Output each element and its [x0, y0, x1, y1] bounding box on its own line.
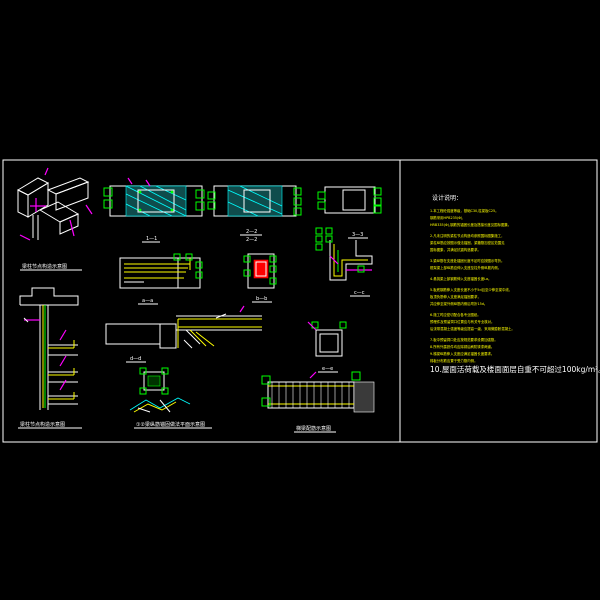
section-2-2-label-a: 2—2	[246, 229, 257, 235]
section-e-e-label: e—e	[322, 366, 333, 372]
col-beam-joint-title: 梁柱节点构造示意图	[20, 421, 65, 428]
note-line-7: 3.梁纵筋在支座处锚固长度不足时应按图示弯折。	[430, 258, 504, 263]
note-line-1: 1.本工程砼强度等级，基础C30,柱梁板C25。	[430, 208, 499, 213]
note-highlight: 10.屋面活荷载及楼面面层自重不可超过100kg/m²。	[430, 364, 600, 374]
section-e-e: e—e	[307, 321, 347, 373]
beam-anchor-plan-title: ①②梁纵筋锚固做法平面示意图	[136, 421, 205, 428]
note-line-18: 9.梯梁纵筋伸入支座应满足锚固长度要求。	[430, 351, 494, 356]
note-line-2: 钢筋采用HPB235(Φ),	[430, 215, 463, 220]
section-a-a: a—a	[119, 253, 203, 305]
beam-anchor-plan: ①②梁纵筋锚固做法平面示意图	[129, 367, 212, 429]
note-line-8: 框架梁上部纵筋应伸入支座至柱外侧纵筋内侧。	[430, 265, 501, 270]
section-b-b-label: b—b	[256, 296, 267, 302]
section-d-d: d—d	[105, 305, 262, 363]
note-line-19: 梯板分布筋应置于受力筋内侧。	[430, 358, 477, 363]
stair-beam-detail: 梯梁配筋示意图	[261, 371, 375, 433]
section-1-1-label: 1—1	[146, 236, 157, 242]
note-line-14: 预埋件及预留洞口位置应与有关专业核对。	[430, 319, 494, 324]
stair-beam-title: 梯梁配筋示意图	[296, 425, 331, 432]
section-d-d-label: d—d	[130, 356, 141, 362]
col-beam-joint-elevation: 梁柱节点构造示意图	[18, 287, 82, 429]
notes-heading: 设计说明：	[432, 194, 462, 202]
section-2-2-label-b: 2—2	[246, 237, 257, 243]
note-line-5: 梁柱纵筋应按图示做法锚固，梁箍筋加密区范围见	[430, 240, 505, 245]
note-line-13: 6.施工时应密切配合各专业图纸。	[430, 312, 481, 317]
note-line-10: 5.板底钢筋伸入支座长度不小于5d且至少伸至梁中线，	[430, 287, 512, 292]
section-1-1: 1—1	[103, 177, 205, 243]
note-line-11: 板顶负筋伸入支座满足锚固要求，	[430, 294, 481, 299]
sheet-border	[2, 159, 598, 443]
note-line-12: 并应伸至梁外侧纵筋内侧后弯折15d。	[430, 301, 487, 306]
section-3-3: 3—3	[317, 186, 382, 239]
joint-3d-title: 梁柱节点构造示意图	[22, 263, 67, 270]
note-line-9: 4.悬挑梁上部钢筋伸入支座锚固长度La。	[430, 276, 491, 281]
note-line-16: 7.板中预留洞口处应按规范要求设置加强筋。	[430, 337, 498, 342]
section-a-a-label: a—a	[142, 298, 153, 304]
section-c-c: c—c	[315, 227, 373, 297]
section-2-2: 2—2 2—2	[207, 185, 302, 243]
joint-3d-detail: 梁柱节点构造示意图	[16, 167, 93, 271]
section-3-3-label: 3—3	[352, 232, 363, 238]
note-line-4: 2.凡未注明的梁柱节点构造均参照国标图集施工，	[430, 233, 504, 238]
note-line-17: 8.所有外露铁件均应除锈后刷防锈漆两道。	[430, 344, 494, 349]
note-line-3: HRB335(Φ),钢筋的锚固长度及搭接长度见国标图集。	[430, 222, 511, 227]
section-c-c-label: c—c	[354, 290, 365, 296]
note-line-6: 国标图集，并满足抗震构造要求。	[430, 247, 481, 252]
note-line-15: 后浇带混凝土强度等级应提高一级，采用微膨胀混凝土。	[430, 326, 515, 331]
section-b-b: b—b	[243, 253, 277, 303]
design-notes: 设计说明： 1.本工程砼强度等级，基础C30,柱梁板C25。 钢筋采用HPB23…	[430, 194, 600, 374]
